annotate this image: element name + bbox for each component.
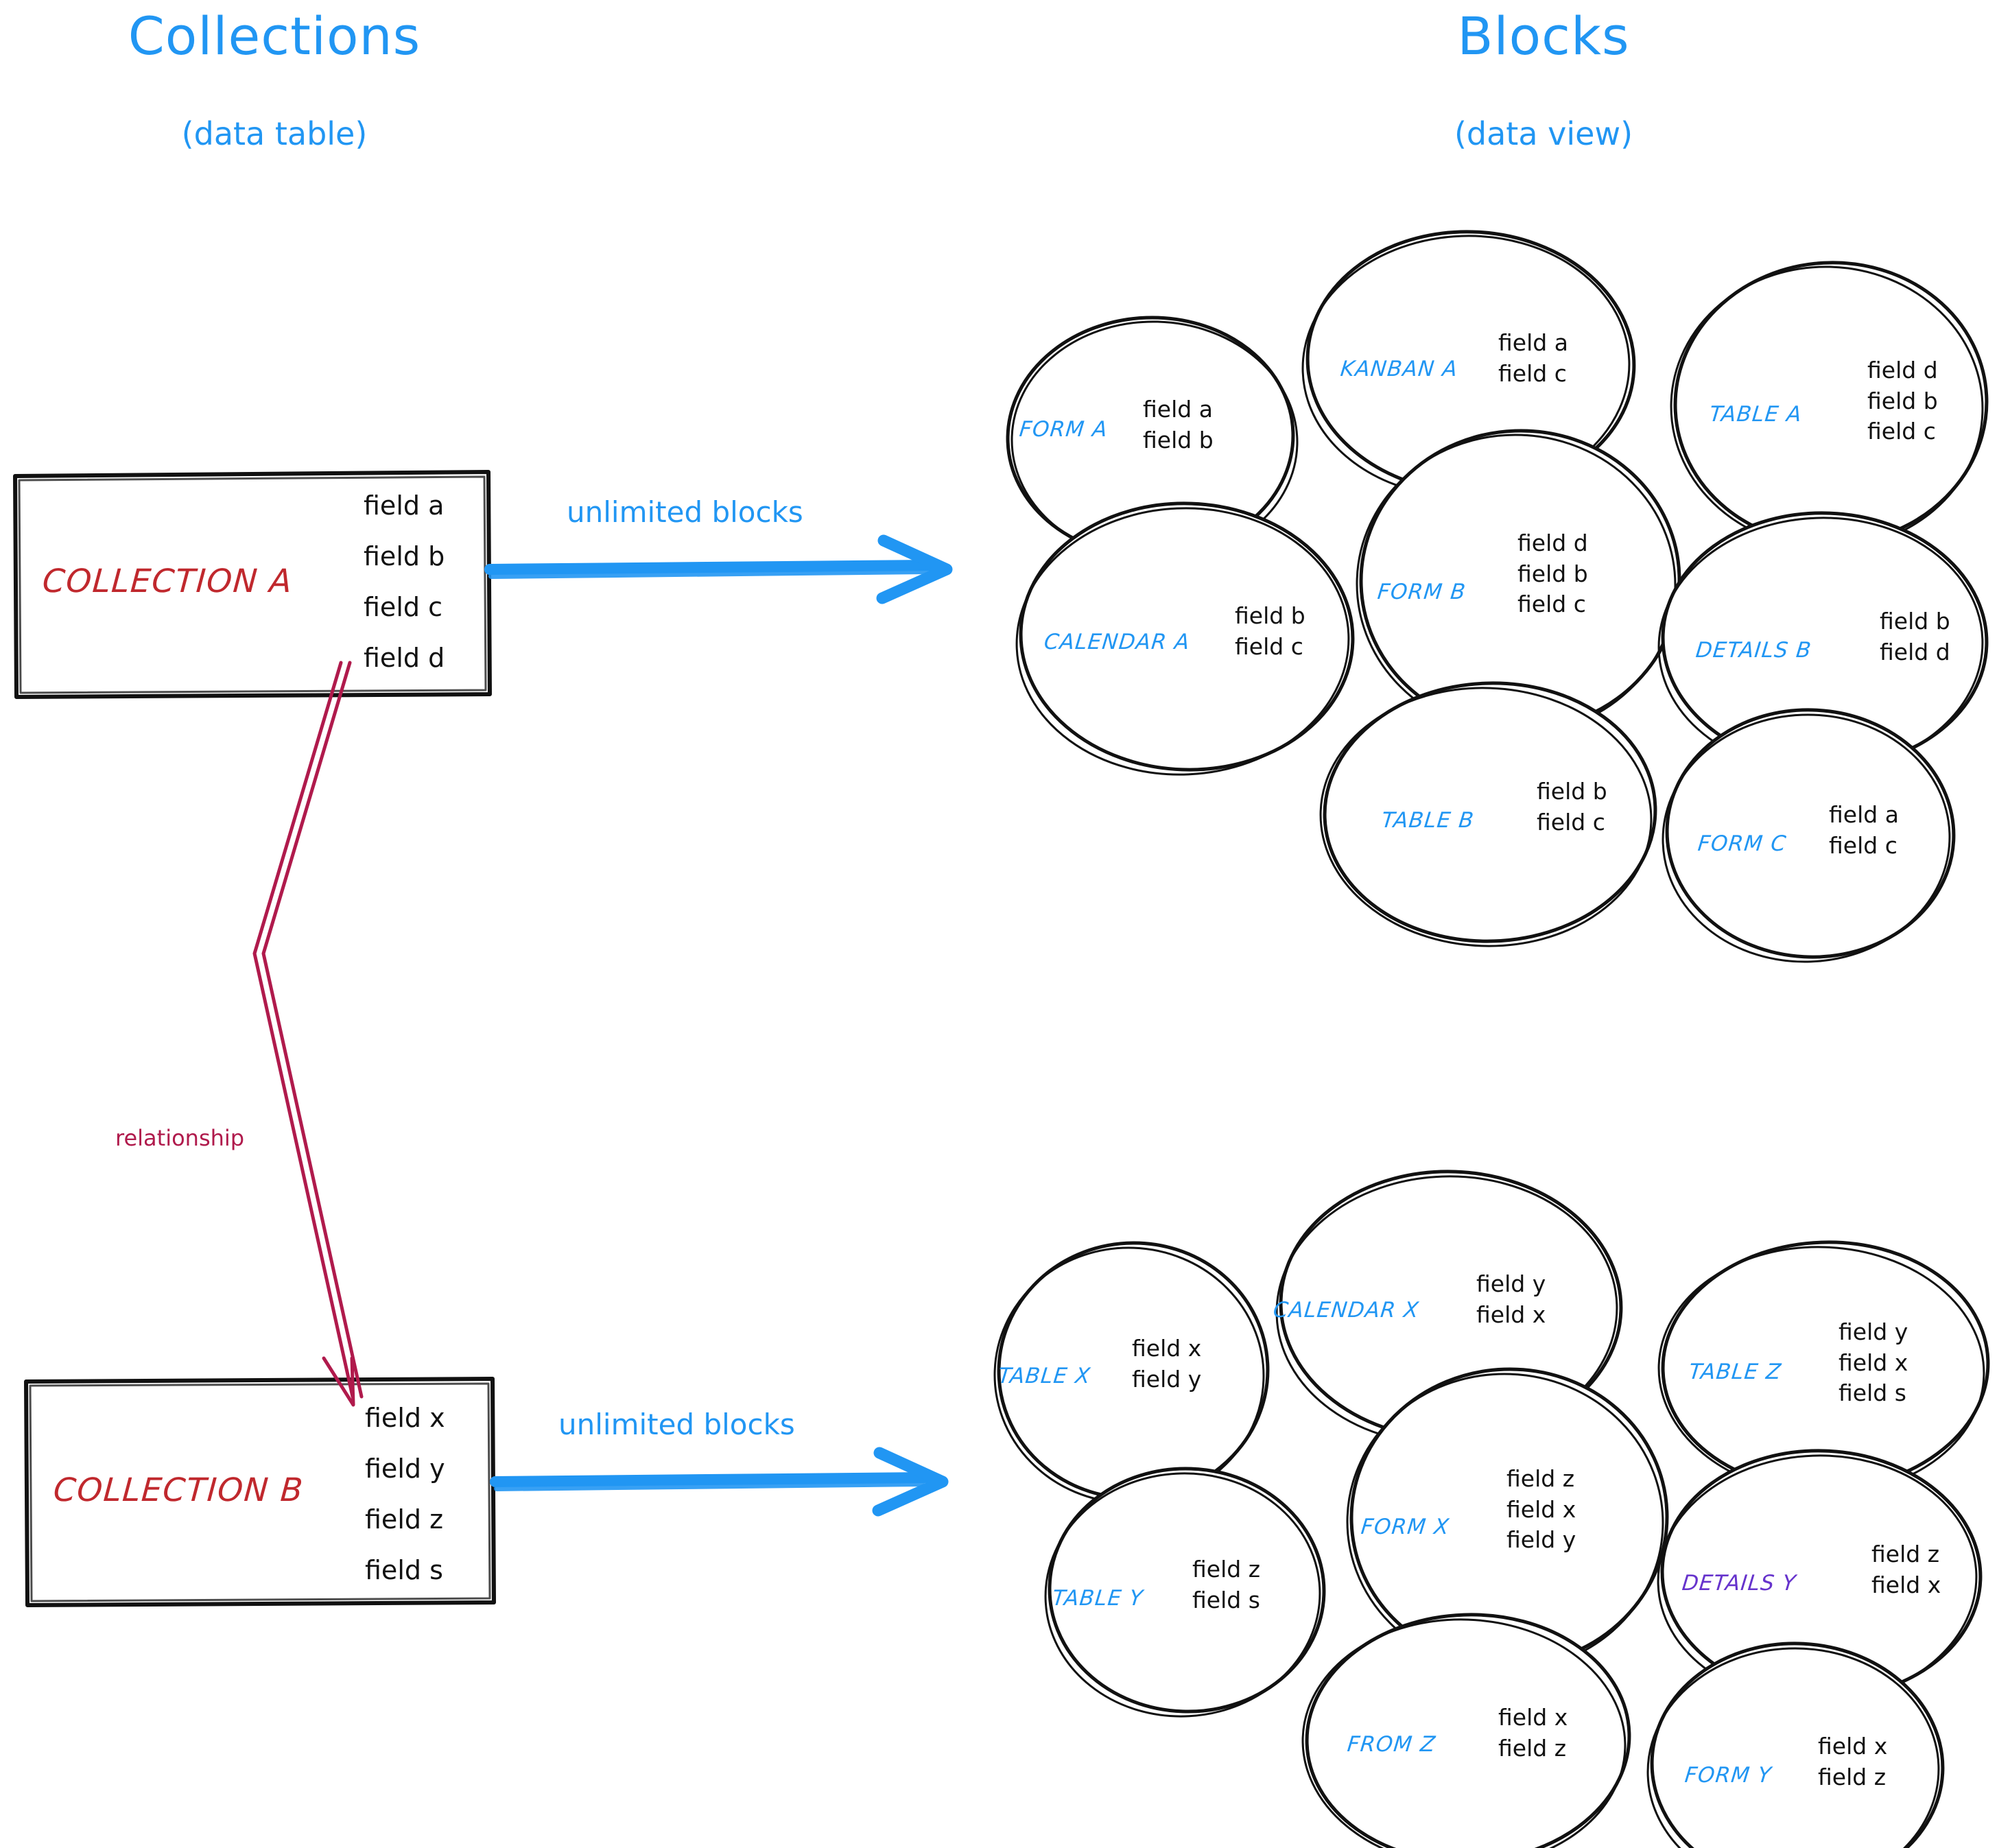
blocks-b-ellipses [993, 1170, 1990, 1848]
block-field: field d [1880, 638, 1950, 665]
block-field: field y [1132, 1365, 1202, 1393]
block-field: field s [1192, 1586, 1260, 1613]
block-field: field x [1132, 1335, 1202, 1362]
block-field: field c [1537, 808, 1605, 836]
block-field: field x [1498, 1704, 1568, 1731]
collection-b-field: field s [365, 1555, 443, 1585]
collection-b-field: field y [365, 1454, 445, 1484]
block-name: TABLE A [1708, 402, 1804, 427]
block-field: field x [1838, 1349, 1908, 1376]
collection-a-field: field d [364, 643, 445, 673]
block-field: field x [1506, 1495, 1576, 1523]
block-field: field b [1143, 426, 1214, 453]
block-field: field c [1867, 418, 1936, 445]
block-field: field b [1517, 560, 1588, 587]
block-name: TABLE Y [1051, 1586, 1145, 1611]
collection-a-name: COLLECTION A [41, 562, 294, 600]
collection-b-fields: field x field y field z field s [365, 1405, 445, 1583]
unlimited-blocks-arrow-b [490, 1447, 949, 1517]
block-field: field y [1506, 1526, 1576, 1554]
relationship-label: relationship [115, 1125, 245, 1151]
block-fields: field b field c [1537, 777, 1607, 838]
block-name: TABLE B [1380, 808, 1476, 833]
collection-a-field: field c [364, 592, 442, 622]
block-name: FORM A [1018, 417, 1109, 442]
block-field: field z [1871, 1541, 1940, 1567]
block-field: field a [1829, 801, 1899, 828]
block-field: field a [1498, 329, 1568, 356]
block-field: field b [1537, 778, 1607, 805]
block-fields: field b field c [1235, 601, 1305, 662]
block-fields: field x field z [1498, 1703, 1568, 1764]
block-field: field z [1818, 1763, 1887, 1790]
arrow-label-unlimited-blocks-b: unlimited blocks [558, 1408, 795, 1441]
block-fields: field z field x [1871, 1539, 1941, 1600]
block-name: FROM Z [1346, 1732, 1437, 1757]
block-name: CALENDAR X [1272, 1298, 1421, 1323]
block-name: TABLE X [997, 1364, 1092, 1388]
block-fields: field z field x field y [1506, 1464, 1576, 1556]
arrow-label-unlimited-blocks-a: unlimited blocks [567, 495, 803, 529]
block-field: field b [1867, 387, 1938, 414]
block-field: field z [1192, 1556, 1261, 1583]
block-field: field c [1235, 632, 1303, 660]
block-field: field b [1235, 602, 1305, 629]
block-name: FORM X [1360, 1515, 1451, 1539]
page-title-blocks: Blocks [1457, 5, 1630, 67]
block-name: CALENDAR A [1043, 630, 1192, 654]
block-field: field z [1498, 1734, 1567, 1762]
block-fields: field y field x [1476, 1269, 1546, 1330]
block-field: field z [1506, 1465, 1575, 1492]
page-subtitle-collections: (data table) [181, 115, 368, 152]
collection-a-box-stroke [13, 470, 492, 699]
block-field: field y [1476, 1270, 1546, 1297]
block-fields: field b field d [1880, 606, 1950, 667]
collection-b-field: field z [365, 1504, 444, 1535]
collection-a-field: field a [364, 490, 445, 521]
block-name: KANBAN A [1339, 357, 1459, 381]
block-fields: field a field b [1143, 394, 1214, 455]
block-field: field d [1517, 530, 1588, 556]
block-name: FORM C [1696, 831, 1788, 856]
block-fields: field y field x field s [1838, 1317, 1908, 1409]
page-title-collections: Collections [128, 5, 421, 67]
block-field: field x [1871, 1571, 1941, 1598]
collection-b-field: field x [365, 1403, 445, 1433]
block-fields: field d field b field c [1517, 528, 1588, 620]
page-subtitle-blocks: (data view) [1454, 115, 1633, 152]
block-field: field a [1143, 396, 1213, 423]
block-name: FORM Y [1683, 1763, 1773, 1788]
block-field: field c [1498, 359, 1567, 387]
collection-b-name: COLLECTION B [52, 1471, 305, 1509]
block-name: DETAILS B [1694, 638, 1813, 663]
block-name: DETAILS Y [1681, 1571, 1798, 1596]
block-fields: field d field b field c [1867, 355, 1938, 447]
block-field: field x [1818, 1733, 1888, 1760]
block-field: field y [1838, 1318, 1908, 1345]
block-field: field b [1880, 608, 1950, 635]
block-fields: field x field z [1818, 1731, 1887, 1792]
block-field: field c [1517, 591, 1586, 618]
block-field: field s [1838, 1379, 1906, 1407]
unlimited-blocks-arrow-a [484, 534, 953, 604]
block-name: TABLE Z [1688, 1360, 1783, 1384]
block-field: field d [1867, 357, 1938, 383]
relationship-connector [252, 661, 364, 1407]
block-fields: field x field y [1132, 1334, 1201, 1395]
collection-a-field: field b [364, 541, 445, 571]
block-fields: field a field c [1829, 800, 1899, 861]
collection-a-fields: field a field b field c field d [364, 493, 445, 671]
block-name: FORM B [1376, 580, 1467, 604]
block-fields: field a field c [1498, 328, 1568, 389]
block-field: field c [1829, 831, 1897, 859]
blocks-a-ellipses [1006, 230, 1989, 963]
block-field: field x [1476, 1301, 1546, 1328]
block-fields: field z field s [1192, 1554, 1260, 1615]
